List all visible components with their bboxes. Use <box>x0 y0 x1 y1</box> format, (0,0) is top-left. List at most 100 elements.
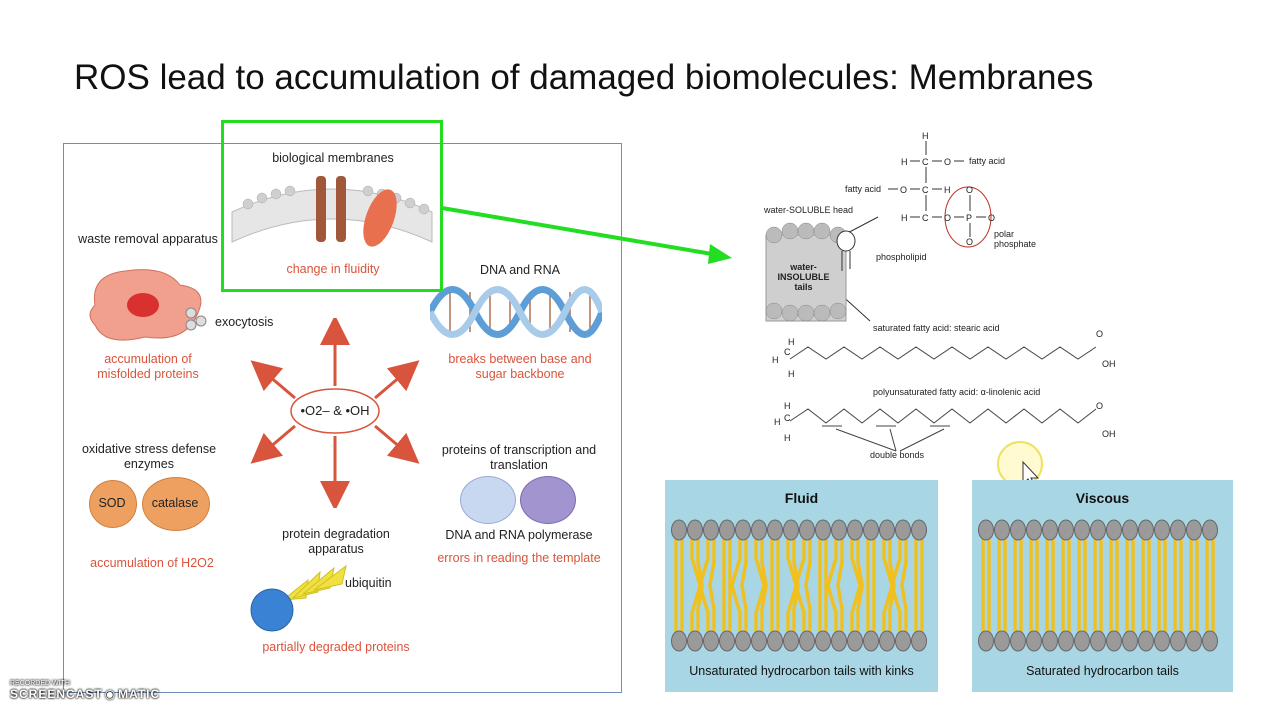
lipid-head <box>1106 630 1122 652</box>
lipid-head <box>879 519 895 541</box>
lipid-head <box>847 630 863 652</box>
lipid-tail <box>1029 584 1039 633</box>
lipid-tail <box>981 538 991 587</box>
lipid-head <box>687 519 703 541</box>
svg-text:O: O <box>944 157 951 167</box>
watermark-brand-right: MATIC <box>118 687 161 701</box>
lipid-head <box>1138 519 1154 541</box>
svg-text:O: O <box>900 185 907 195</box>
lipid-tail <box>1205 584 1215 633</box>
lipid-tail <box>794 584 812 633</box>
lipid-tail <box>1029 538 1039 587</box>
lipid-tail <box>1061 584 1071 633</box>
fatty-acid-label-1: fatty acid <box>969 156 1006 166</box>
lipid-head <box>831 630 847 652</box>
svg-text:O: O <box>966 237 973 247</box>
lipid-head <box>831 519 847 541</box>
lipid-tail <box>1109 538 1119 587</box>
lipid-head <box>719 630 735 652</box>
svg-text:C: C <box>784 413 791 423</box>
membranes-label: biological membranes <box>272 151 394 165</box>
lipid-head <box>767 519 783 541</box>
lipid-tail <box>770 584 780 633</box>
lipid-head <box>815 519 831 541</box>
lipid-tail <box>674 538 684 587</box>
lipid-head <box>1090 630 1106 652</box>
exocytosis-label: exocytosis <box>215 315 274 329</box>
ros-damage-diagram <box>63 143 622 693</box>
record-icon: ◉ <box>104 687 117 701</box>
lipid-head <box>994 519 1010 541</box>
lipid-head <box>687 630 703 652</box>
svg-text:H: H <box>901 213 908 223</box>
lipid-tail <box>794 538 812 587</box>
lipid-head <box>799 519 815 541</box>
lipid-head <box>1090 519 1106 541</box>
catalase-label: catalase <box>151 496 199 510</box>
lipid-tail <box>730 584 748 633</box>
linolenic-label: polyunsaturated fatty acid: α-linolenic … <box>873 387 1041 397</box>
watermark-top: RECORDED WITH <box>10 680 70 687</box>
lipid-tail <box>1077 584 1087 633</box>
ros-arrows <box>250 318 420 508</box>
lipid-head <box>847 519 863 541</box>
lipid-tail <box>850 538 864 587</box>
lipid-head <box>783 519 799 541</box>
lipid-head <box>751 630 767 652</box>
ros-center-label: •O2– & •OH <box>300 403 370 418</box>
lipid-tail <box>890 584 908 633</box>
lipid-tail <box>1013 538 1023 587</box>
catalase-enzyme <box>142 477 210 531</box>
ubiquitin-illustration <box>250 564 347 632</box>
lipid-head <box>1138 630 1154 652</box>
lipid-tail <box>1109 584 1119 633</box>
lipid-head <box>1026 630 1042 652</box>
polymerase-1 <box>460 476 516 524</box>
lipid-head <box>895 630 911 652</box>
fluid-title: Fluid <box>784 490 819 506</box>
lipid-head <box>1074 630 1090 652</box>
viscous-caption: Saturated hydrocarbon tails <box>1026 664 1179 678</box>
lipid-head <box>1026 519 1042 541</box>
lipid-tail <box>826 584 844 633</box>
highlight-arrow <box>441 206 732 264</box>
lipid-tail <box>1157 538 1167 587</box>
lipid-tail <box>997 584 1007 633</box>
svg-text:O: O <box>944 213 951 223</box>
degradation-effect: partially degraded proteins <box>262 640 410 654</box>
lipid-tail <box>866 584 876 633</box>
lipid-head <box>1042 630 1058 652</box>
lipid-head <box>1202 630 1218 652</box>
lipid-tail <box>698 584 716 633</box>
polar-phosphate-label: polar phosphate <box>994 229 1037 249</box>
lipid-tail <box>1189 538 1199 587</box>
lipid-head <box>1170 519 1186 541</box>
lipid-head <box>1122 630 1138 652</box>
lipid-tail <box>981 584 991 633</box>
lipid-tail <box>674 584 684 633</box>
svg-text:H: H <box>944 185 951 195</box>
sod-label: SOD <box>98 496 126 510</box>
lipid-tail <box>997 538 1007 587</box>
lipid-head <box>1154 519 1170 541</box>
lipid-head <box>735 630 751 652</box>
lipid-tail <box>754 538 768 587</box>
lipid-head <box>671 630 687 652</box>
lipid-head <box>911 519 927 541</box>
lipid-tail <box>1061 538 1071 587</box>
lipid-tail <box>818 538 828 587</box>
lipid-head <box>895 519 911 541</box>
lipid-head <box>703 630 719 652</box>
lipid-tail <box>1189 584 1199 633</box>
lipid-head <box>879 630 895 652</box>
svg-text:H: H <box>788 369 795 379</box>
transcription-label: proteins of transcription and translatio… <box>441 443 597 472</box>
head-label: water-SOLUBLE head <box>764 205 854 215</box>
oxidative-effect: accumulation of H2O2 <box>90 556 214 570</box>
fluid-caption: Unsaturated hydrocarbon tails with kinks <box>689 664 914 678</box>
lipid-head <box>799 630 815 652</box>
lipid-tail <box>1173 538 1183 587</box>
degradation-label: protein degradation apparatus <box>282 527 390 556</box>
lipid-tail <box>818 584 828 633</box>
